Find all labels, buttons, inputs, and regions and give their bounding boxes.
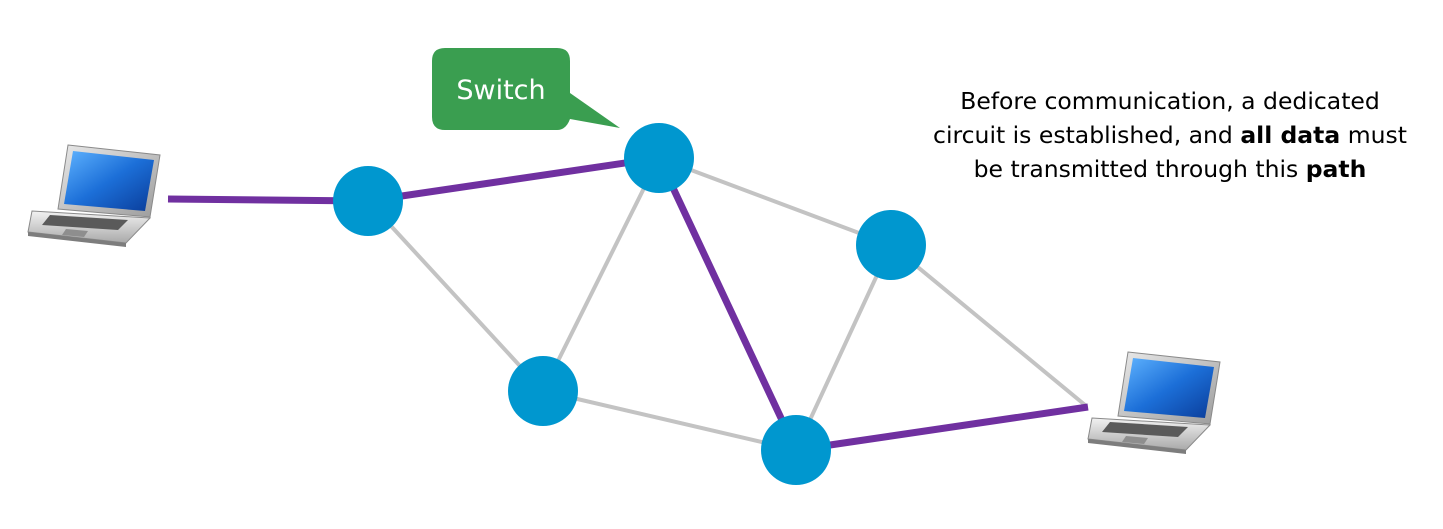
caption-text: be transmitted through this [973,155,1306,183]
laptop-screen [1124,358,1214,418]
caption-text: must [1340,121,1407,149]
caption-line-2: circuit is established, and all data mus… [900,118,1440,152]
path-e-laptop-right [795,403,1089,454]
laptop-edge [1088,439,1186,454]
caption-emphasis-path: path [1305,155,1367,183]
link-c-laptop-right [889,243,1087,407]
laptop-touchpad [62,229,88,237]
callout-label: Switch [456,75,545,106]
caption-line-1: Before communication, a dedicated [960,87,1380,115]
path-a-b [367,154,660,205]
switch-node [761,415,831,485]
caption-line-3: be transmitted through this path [900,152,1440,186]
laptop-keyboard [1102,422,1188,437]
switch-node [856,210,926,280]
link-c-e [794,243,893,452]
switch-node [624,123,694,193]
switch-node [333,166,403,236]
network-links [366,156,1087,452]
dedicated-circuit-path [167,154,1089,454]
laptop-icon [27,144,161,247]
laptop-edge [28,232,126,247]
switch-node [508,356,578,426]
callout-bubble [432,48,620,130]
path-b-e [655,156,800,452]
laptop-screen [64,151,154,211]
switch-nodes [333,123,926,485]
laptop-keyboard [42,215,128,230]
caption-text: circuit is established, and [933,121,1241,149]
circuit-description: Before communication, a dedicated circui… [900,84,1440,186]
caption-emphasis-all-data: all data [1240,121,1341,149]
link-b-d [541,156,661,393]
laptop-icon [1087,351,1221,454]
link-b-c [657,156,893,247]
switch-callout: Switch [432,48,620,130]
laptop-touchpad [1122,436,1148,444]
link-d-e [541,389,798,452]
link-a-d [366,199,545,393]
